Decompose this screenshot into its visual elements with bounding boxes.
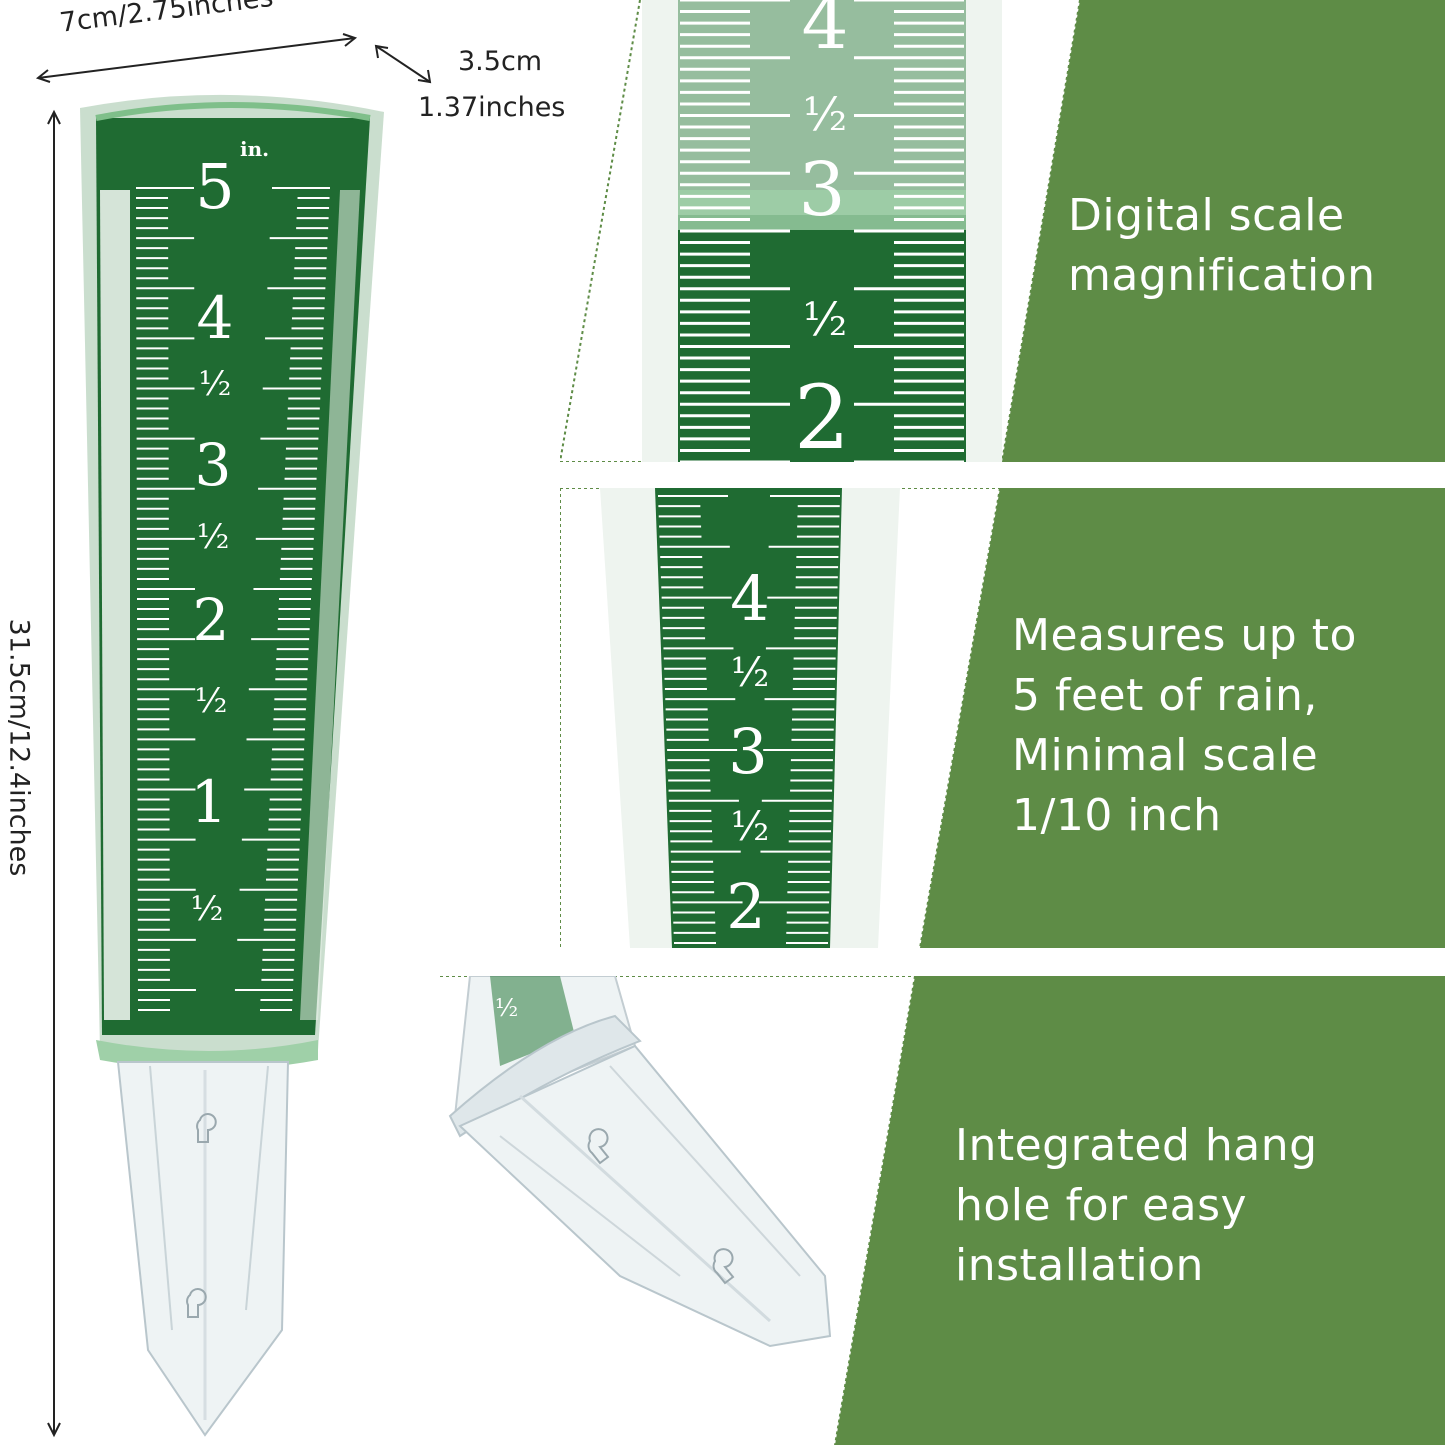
scale-label-3: 3	[195, 431, 232, 499]
zoom2-label-2: 2	[726, 870, 765, 943]
depth-dimension-label-in: 1.37inches	[418, 92, 566, 123]
feature-2-line-3: Minimal scale	[1012, 730, 1319, 781]
zoom3-label-half: ½	[495, 994, 518, 1022]
depth-dimension-arrow	[374, 44, 432, 84]
scale-label-4: 4	[197, 284, 234, 352]
zoom2-label-3: 3	[728, 715, 767, 788]
zoom3-gauge-cup: ½	[448, 976, 642, 1138]
main-scale-ticks	[136, 187, 330, 1011]
feature-3-text: Integrated hang hole for easy installati…	[955, 1116, 1318, 1296]
scale-unit-label: in.	[240, 137, 269, 161]
zoom2-scale-ticks	[658, 495, 840, 944]
zoom-panel-1: 4 ½ 3 ½ 2	[560, 0, 1445, 462]
feature-3-line-1: Integrated hang	[955, 1120, 1318, 1171]
scale-label-half-1: ½	[191, 889, 224, 929]
main-gauge-illustration: in. 5 4 ½ 3 ½ 2 ½ 1 ½	[35, 33, 432, 1438]
feature-2-line-2: 5 feet of rain,	[1012, 670, 1318, 721]
zoom2-label-half: ½	[731, 650, 770, 696]
zoom1-label-2: 2	[794, 366, 850, 462]
gauge-stake	[116, 1061, 290, 1437]
zoom1-label-3: 3	[798, 147, 845, 233]
scale-label-1: 1	[191, 768, 228, 836]
scale-label-half-4: ½	[199, 364, 232, 404]
feature-2-text: Measures up to 5 feet of rain, Minimal s…	[1012, 606, 1357, 846]
scale-label-half-2: ½	[195, 681, 228, 721]
feature-1-text: Digital scale magnification	[1068, 186, 1376, 306]
height-dimension-label: 31.5cm/12.4inches	[3, 618, 35, 877]
width-dimension-arrow	[35, 33, 358, 83]
feature-3-line-2: hole for easy	[955, 1180, 1248, 1231]
scale-label-2: 2	[193, 586, 230, 654]
zoom-panel-3: ½	[440, 976, 1445, 1445]
zoom2-label-half-b: ½	[731, 804, 770, 850]
zoom1-label-half-b: ½	[803, 292, 848, 346]
feature-2-line-1: Measures up to	[1012, 610, 1357, 661]
zoom3-stake	[458, 1044, 832, 1348]
hang-hole-icon	[186, 1113, 217, 1318]
height-dimension-arrow	[47, 109, 61, 1438]
zoom1-label-half: ½	[803, 87, 848, 141]
scale-label-half-3: ½	[197, 517, 230, 557]
feature-2-line-4: 1/10 inch	[1012, 790, 1222, 841]
scale-label-5: 5	[195, 150, 234, 223]
feature-1-line-1: Digital scale	[1068, 190, 1345, 241]
depth-dimension-label-cm: 3.5cm	[458, 46, 543, 77]
gauge-tube	[80, 94, 384, 1070]
zoom1-scale-ticks	[680, 0, 964, 462]
feature-3-line-3: installation	[955, 1240, 1204, 1291]
zoom3-hang-hole-icon	[587, 1128, 735, 1285]
zoom-panel-2: 4 ½ 3 ½ 2	[560, 488, 1445, 948]
zoom2-label-4: 4	[730, 562, 769, 635]
feature-1-line-2: magnification	[1068, 250, 1376, 301]
zoom1-label-4: 4	[801, 0, 848, 66]
